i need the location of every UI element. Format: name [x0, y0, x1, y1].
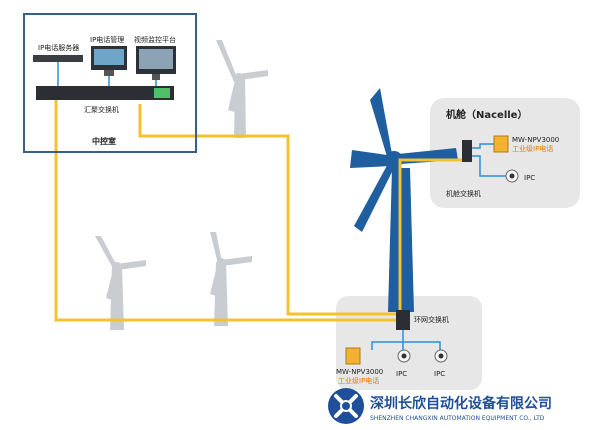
- ip-phone-server-label: IP电话服务器: [38, 43, 79, 52]
- company-logo-icon: [328, 388, 364, 424]
- nacelle-link-phone: [472, 143, 494, 149]
- base-phone-model: MW-NPV3000: [336, 368, 383, 376]
- base-ipc2-lens: [438, 353, 444, 359]
- fiber-line-control-to-tower: [138, 104, 398, 316]
- ring-switch-label: 环网交换机: [414, 315, 449, 324]
- company-name-en: SHENZHEN CHANGXIN AUTOMATION EQUIPMENT C…: [370, 415, 545, 422]
- video-platform-label: 视频监控平台: [134, 35, 176, 44]
- background-turbine-top: [216, 40, 268, 138]
- nacelle-ipc-label: IPC: [524, 174, 535, 182]
- base-ipc1-label: IPC: [396, 370, 407, 378]
- nacelle-title: 机舱（Nacelle）: [446, 108, 527, 121]
- nacelle-phone-desc: 工业级IP电话: [512, 144, 553, 153]
- fiber-line-left-loop: [54, 100, 398, 322]
- base-phone-device: [345, 347, 361, 365]
- nacelle-switch-device: [462, 140, 472, 162]
- background-turbine-mid: [210, 232, 252, 326]
- ip-phone-server-device: [33, 55, 83, 62]
- nacelle-switch-label: 机舱交换机: [446, 189, 481, 198]
- nacelle-phone-model: MW-NPV3000: [512, 136, 559, 144]
- nacelle-link-ipc: [472, 155, 506, 177]
- video-monitor-screen: [136, 46, 176, 80]
- background-turbine-left: [95, 236, 146, 330]
- base-ipc1-lens: [401, 353, 407, 359]
- aggregation-switch-label: 汇聚交换机: [84, 105, 119, 114]
- control-room-box: [23, 13, 197, 153]
- ring-switch-device: [396, 310, 410, 330]
- nacelle-panel: [430, 98, 580, 208]
- aggregation-switch-device: [36, 86, 174, 100]
- base-phone-desc: 工业级IP电话: [338, 376, 379, 385]
- nacelle-phone-device: [493, 135, 509, 153]
- nacelle-ipc-lens: [509, 173, 515, 179]
- base-ipc2-label: IPC: [434, 370, 445, 378]
- company-name-cn: 深圳长欣自动化设备有限公司: [370, 395, 552, 412]
- fiber-line-tower-to-nacelle: [398, 158, 466, 314]
- ip-phone-mgmt-label: IP电话管理: [90, 35, 124, 44]
- ip-phone-mgmt-monitor: [91, 46, 127, 76]
- control-room-title: 中控室: [92, 136, 116, 146]
- base-link-ipc2: [403, 341, 441, 350]
- base-link-bus: [371, 330, 404, 350]
